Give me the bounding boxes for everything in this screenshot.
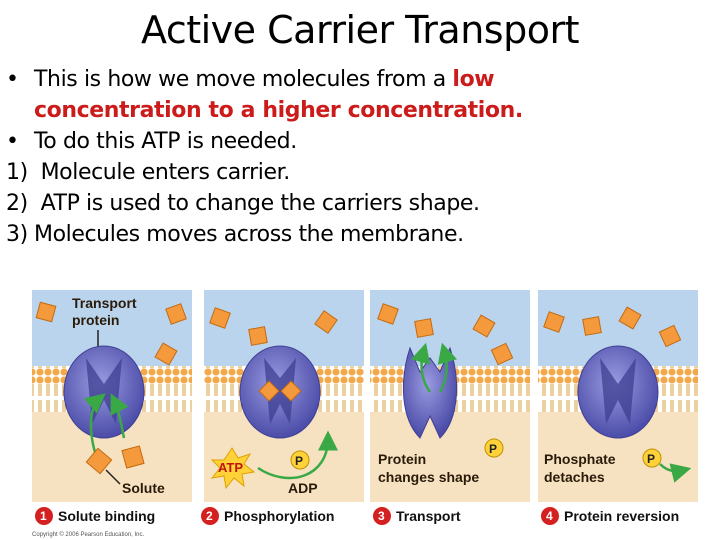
bullet-line-3: • To do this ATP is needed. [6, 126, 706, 157]
step-label-solute-binding: Solute binding [58, 508, 155, 524]
numbered-line-2: 2) ATP is used to change the carriers sh… [6, 188, 706, 219]
label-phosphate: Phosphate [544, 451, 616, 467]
panel-solute-binding: Transport protein Solute [32, 290, 192, 502]
step-number: 4 [546, 509, 553, 523]
bullet-text: This is how we move molecules from a [34, 67, 453, 92]
bullet-highlight: low [452, 67, 495, 92]
bullet-text: To do this ATP is needed. [34, 129, 297, 154]
label-transport: Transport [72, 295, 137, 311]
numbered-text: Molecule enters carrier. [40, 160, 291, 185]
numbered-text: ATP is used to change the carriers shape… [40, 191, 480, 216]
step-number: 3 [378, 509, 385, 523]
bullet-marker: • [6, 129, 19, 154]
number-marker: 2) [6, 191, 28, 216]
copyright-text: Copyright © 2006 Pearson Education, Inc. [32, 531, 144, 538]
panel-transport: P Protein changes shape [370, 290, 530, 502]
numbered-line-3: 3)Molecules moves across the membrane. [6, 219, 706, 250]
number-marker: 3) [6, 222, 28, 247]
label-adp: ADP [288, 480, 318, 496]
slide-title: Active Carrier Transport [141, 8, 579, 52]
figure-svg: Transport protein Solute ATP [32, 290, 698, 538]
label-protein: protein [72, 312, 119, 328]
label-p: P [647, 452, 655, 466]
step-labels: 1 Solute binding 2 Phosphorylation 3 Tra… [32, 507, 679, 538]
step-number: 2 [206, 509, 213, 523]
active-transport-figure: Transport protein Solute ATP [28, 288, 698, 540]
panel-phosphorylation: ATP P ADP [204, 290, 364, 502]
label-atp: ATP [218, 460, 243, 475]
label-changes-shape: changes shape [378, 469, 479, 485]
number-marker: 1) [6, 160, 28, 185]
step-label-transport: Transport [396, 508, 461, 524]
bullet-line-2: concentration to a higher concentration. [6, 95, 706, 126]
label-solute: Solute [122, 480, 165, 496]
label-p: P [295, 454, 303, 468]
step-number: 1 [40, 509, 47, 523]
label-protein-changes: Protein [378, 451, 426, 467]
panel-protein-reversion: Phosphate detaches P [538, 290, 698, 502]
bullet-marker: • [6, 67, 19, 92]
label-p: P [489, 442, 497, 456]
bullet-line-1: • This is how we move molecules from a lo… [6, 64, 706, 95]
bullet-list: • This is how we move molecules from a lo… [6, 64, 706, 250]
bullet-highlight: concentration to a higher concentration. [34, 98, 523, 123]
numbered-text: Molecules moves across the membrane. [34, 222, 464, 247]
step-label-protein-reversion: Protein reversion [564, 508, 679, 524]
label-detaches: detaches [544, 469, 605, 485]
step-label-phosphorylation: Phosphorylation [224, 508, 334, 524]
numbered-line-1: 1) Molecule enters carrier. [6, 157, 706, 188]
